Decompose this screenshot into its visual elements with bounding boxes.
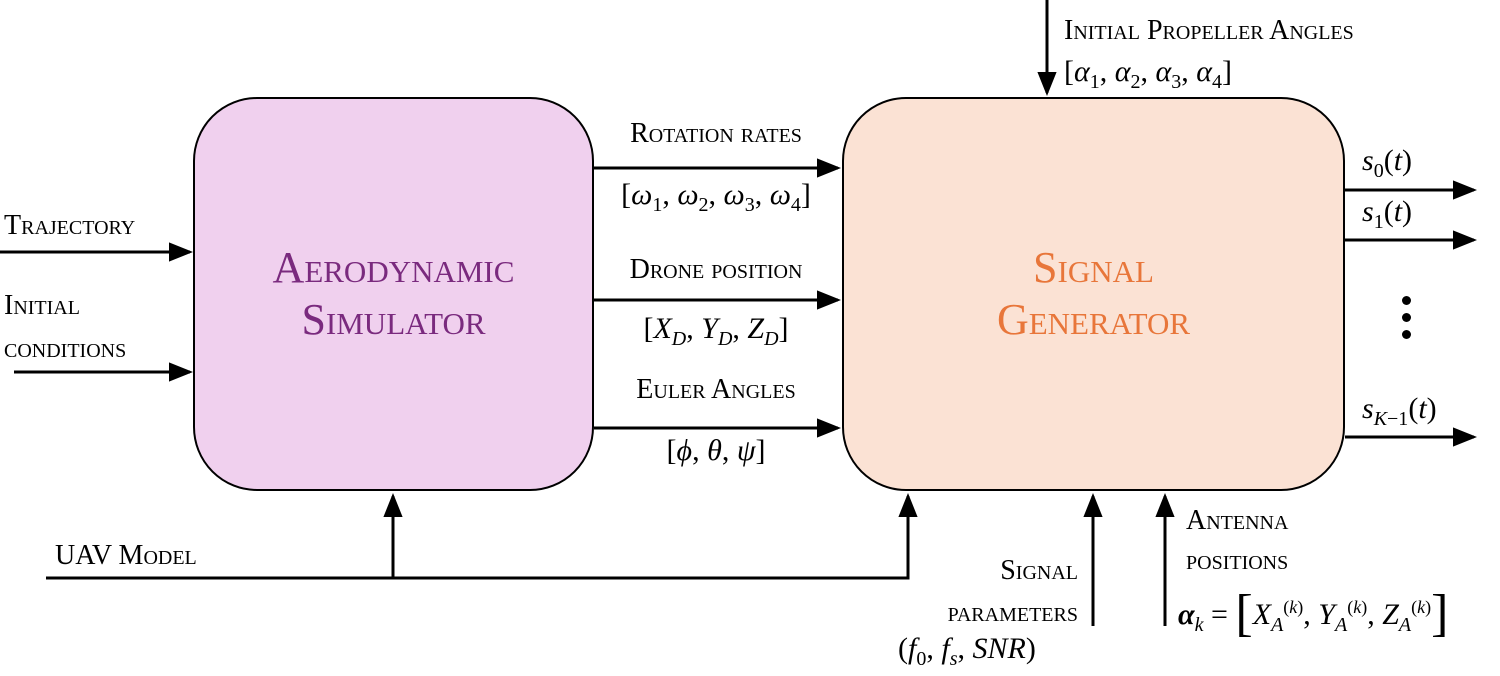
rotation-rates-vector: [ω1, ω2, ω3, ω4] [621, 178, 811, 216]
uav-model-label: UAV Model [55, 540, 197, 571]
output-s1: s1(t) [1362, 195, 1413, 233]
initial-conditions-label-line1: Initial [4, 290, 80, 321]
euler-angles-label: Euler Angles [636, 374, 796, 405]
antenna-positions-label-line2: positions [1186, 545, 1289, 576]
signal-generator-block: Signal Generator [842, 97, 1345, 491]
rotation-rates-label: Rotation rates [630, 118, 802, 149]
uav-model-line [46, 493, 918, 580]
antenna-positions-vector: αk = [XA(k), YA(k), ZA(k)] [1178, 585, 1449, 642]
euler-angles-vector: [ϕ, θ, ψ] [666, 434, 766, 467]
drone-position-label: Drone position [629, 254, 803, 285]
signal-parameters-label-line1: Signal [1000, 555, 1078, 586]
drone-position-vector: [XD, YD, ZD] [643, 312, 789, 350]
output-sK-minus-1: sK−1(t) [1362, 392, 1437, 430]
initial-propeller-angles-label: Initial Propeller Angles [1064, 15, 1354, 46]
initial-conditions-label-line2: conditions [4, 333, 127, 364]
signal-parameters-label-line2: parameters [947, 597, 1078, 628]
signal-generator-title-line2: Generator [996, 295, 1191, 344]
aerodynamic-simulator-title-line2: Simulator [301, 295, 486, 344]
aerodynamic-simulator-block: Aerodynamic Simulator [193, 97, 594, 491]
trajectory-label: Trajectory [4, 210, 136, 241]
output-s0: s0(t) [1362, 144, 1413, 182]
aerodynamic-simulator-title-line1: Aerodynamic [272, 243, 515, 292]
propeller-angles-vector: [α1, α2, α3, α4] [1064, 55, 1232, 93]
antenna-positions-label-line1: Antenna [1186, 505, 1289, 536]
signal-parameters-vector: (f0, fs, SNR) [898, 632, 1036, 670]
vertical-ellipsis [1396, 296, 1416, 347]
signal-generator-title-line1: Signal [1033, 243, 1154, 292]
